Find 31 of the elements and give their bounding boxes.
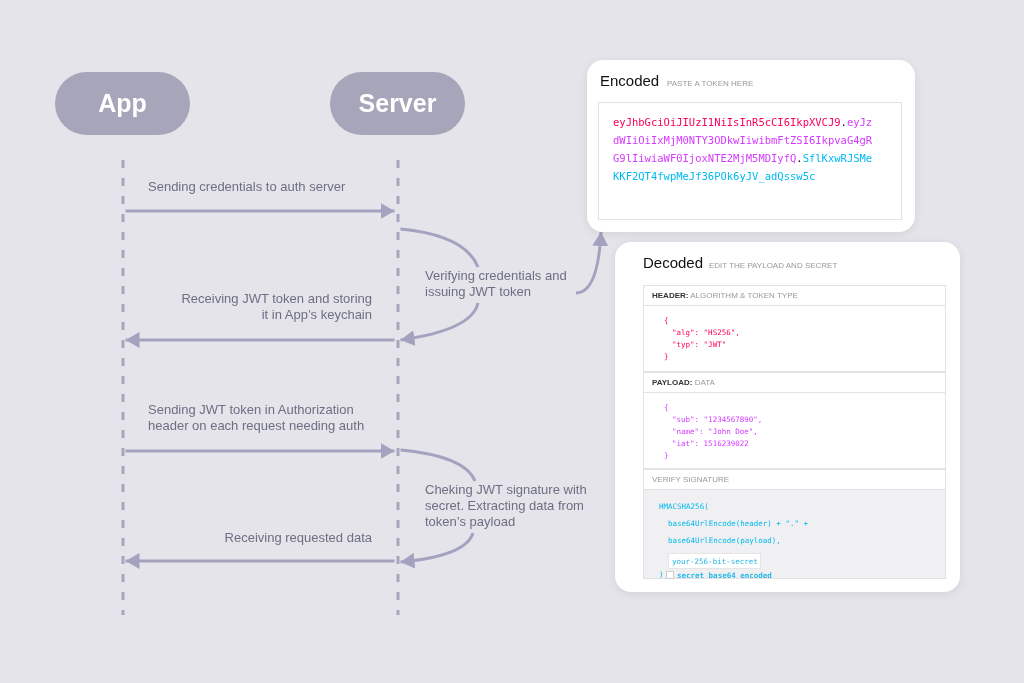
panel-title: Decoded (643, 254, 704, 271)
step-note: Verifying credentials and issuing JWT token (425, 268, 575, 302)
section-panel (643, 469, 946, 579)
step-note: Cheking JWT signature with secret. Extracting data from token’s payload (425, 482, 597, 532)
connector-line (400, 448, 477, 482)
arrow (125, 443, 395, 459)
panel-subtitle: PASTE A TOKEN HERE (667, 79, 754, 88)
token-box (598, 102, 902, 220)
debugger-panel (615, 242, 960, 592)
arrow (575, 231, 609, 295)
participant-box: App (55, 72, 190, 135)
arrow (125, 203, 395, 219)
section-heading: HEADER: ALGORITHM & TOKEN TYPE (652, 291, 798, 300)
edge-label: Sending credentials to auth server (148, 179, 347, 195)
edge-label: Receiving JWT token and storing it in App’s keychain (180, 291, 372, 323)
section-panel (643, 372, 946, 469)
arrow (125, 332, 395, 348)
section-panel (643, 285, 946, 372)
panel-subtitle: EDIT THE PAYLOAD AND SECRET (709, 261, 838, 270)
arrow (125, 553, 395, 569)
section-heading: VERIFY SIGNATURE (652, 475, 730, 484)
arrow (400, 532, 475, 569)
edge-label: Sending JWT token in Authorization header on each request needing auth (148, 402, 366, 434)
arrow (400, 302, 480, 346)
connector-line (400, 227, 480, 268)
section-heading: PAYLOAD: DATA (652, 378, 715, 387)
edge-label: Receiving requested data (223, 530, 372, 546)
debugger-panel (587, 60, 915, 232)
participant-box: Server (330, 72, 465, 135)
token-text: eyJhbGciOiJIUzI1NiIsInR5cCI6IkpXVCJ9.eyJzdWIiOiIxMjM0NTY3ODkwIiwibmFtZSI6IkpvaG4gRG9lIiwiaWF0IjoxNTE2MjM5MDIyfQ.SflKxwRJSMeKKF2QT4fwpMeJf36POk6yJV_adQssw5c (613, 115, 874, 185)
panel-title: Encoded (600, 72, 660, 89)
